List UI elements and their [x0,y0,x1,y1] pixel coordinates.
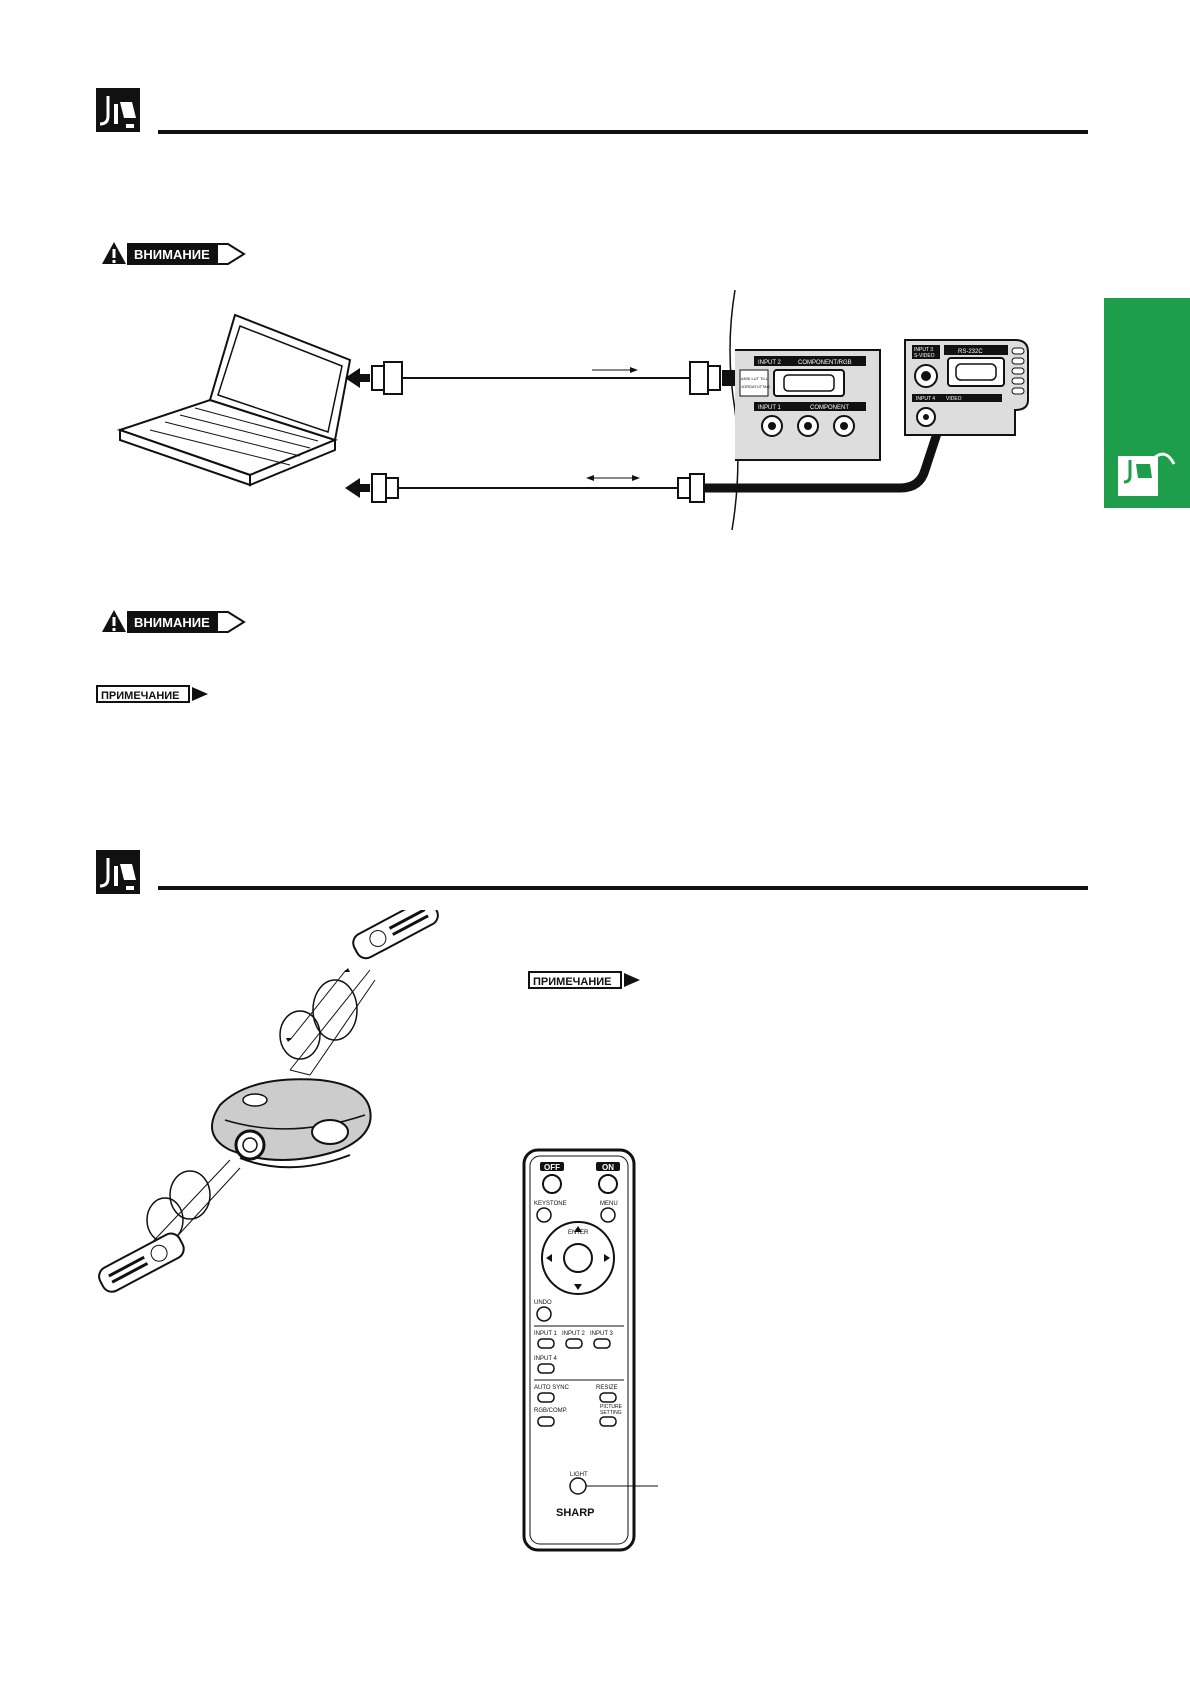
caution-label-1: ВНИМАНИЕ [134,247,210,262]
remote-range-illustration [98,910,439,1293]
plug-icon [99,96,136,128]
svg-text:RGB/COMP.: RGB/COMP. [534,1408,568,1414]
remote-section-icon [96,850,140,894]
svg-text:VIDEO: VIDEO [946,396,962,402]
svg-text:JORDATUTTAG: JORDATUTTAG [741,384,770,389]
svg-text:S-VIDEO: S-VIDEO [914,353,935,359]
svg-text:INPUT 3: INPUT 3 [914,347,933,353]
svg-text:RESIZE: RESIZE [596,1385,618,1391]
input4-button[interactable] [537,1363,555,1374]
off-button[interactable] [542,1174,562,1194]
svg-text:INPUT 1: INPUT 1 [534,1331,558,1337]
svg-text:LIGHT: LIGHT [570,1472,588,1478]
svg-text:INPUT 1: INPUT 1 [758,405,782,411]
off-label: OFF [544,1163,560,1172]
input2-button[interactable] [565,1338,583,1349]
svg-text:SETTING: SETTING [600,1410,622,1416]
chapter-tab [1104,298,1190,508]
on-label: ON [602,1163,614,1172]
svg-text:INPUT 2: INPUT 2 [758,360,782,366]
connection-tab-icon [1118,452,1176,496]
note-badge-1: ПРИМЕЧАНИЕ [96,684,216,709]
laptop-illustration [116,313,352,487]
remote-bottom [98,1232,185,1293]
svg-text:UNDO: UNDO [534,1300,552,1306]
section-rule-top [158,130,1088,134]
menu-button[interactable] [600,1207,616,1223]
caution-badge-2: ВНИМАНИЕ [98,608,248,641]
plug-icon-2 [99,858,136,890]
svg-text:KEYSTONE: KEYSTONE [534,1201,567,1207]
brand-logo: SHARP [556,1507,595,1519]
on-button[interactable] [598,1174,618,1194]
auto-sync-button[interactable] [537,1392,555,1403]
svg-text:ВНИМАНИЕ: ВНИМАНИЕ [134,615,210,630]
svg-text:COMPONENT: COMPONENT [810,405,849,411]
undo-button[interactable] [536,1306,552,1322]
svg-text:ENTER: ENTER [568,1230,589,1236]
keystone-button[interactable] [536,1207,552,1223]
break-line [729,290,739,531]
rs232c-cable [345,398,953,503]
connection-diagram: INPUT 2 COMPONENT/RGB INPUT 1 COMPONENT … [116,290,1029,531]
projector-illustration [211,1078,372,1169]
svg-text:ПРИМЕЧАНИЕ: ПРИМЕЧАНИЕ [101,690,180,702]
svg-text:COMPONENT/RGB: COMPONENT/RGB [798,360,852,366]
connection-section-icon [96,88,140,132]
note-badge-2: ПРИМЕЧАНИЕ [528,970,648,995]
svg-text:PICTURE: PICTURE [600,1404,623,1410]
enter-button[interactable] [563,1243,593,1273]
section-rule-bottom [158,886,1088,890]
svg-text:INPUT 4: INPUT 4 [534,1356,558,1362]
svg-text:RS-232C: RS-232C [958,349,983,355]
projector-panel-left: INPUT 2 COMPONENT/RGB INPUT 1 COMPONENT … [735,349,881,461]
rgb-comp-button[interactable] [537,1416,555,1427]
remote-top [352,910,439,960]
caution-badge-1: ВНИМАНИЕ [98,240,248,273]
picture-setting-button[interactable] [599,1416,617,1427]
svg-text:ПРИМЕЧАНИЕ: ПРИМЕЧАНИЕ [533,976,612,988]
projector-panel-right: INPUT 3 S-VIDEO RS-232C INPUT 4 VIDEO [904,339,1029,436]
remote-control: OFF ON KEYSTONE MENU ENTER UNDO INPUT 1 … [522,1148,658,1552]
svg-text:AUTO SYNC: AUTO SYNC [534,1385,570,1391]
svg-text:ANSI LUT TILL: ANSI LUT TILL [741,376,769,381]
resize-button[interactable] [599,1392,617,1403]
svg-text:INPUT 2: INPUT 2 [562,1331,586,1337]
svg-text:INPUT 3: INPUT 3 [590,1331,614,1337]
light-button[interactable] [569,1477,587,1495]
svg-text:MENU: MENU [600,1201,618,1207]
rgb-cable [345,361,762,395]
input1-button[interactable] [537,1338,555,1349]
input3-button[interactable] [593,1338,611,1349]
svg-text:INPUT 4: INPUT 4 [916,396,935,402]
